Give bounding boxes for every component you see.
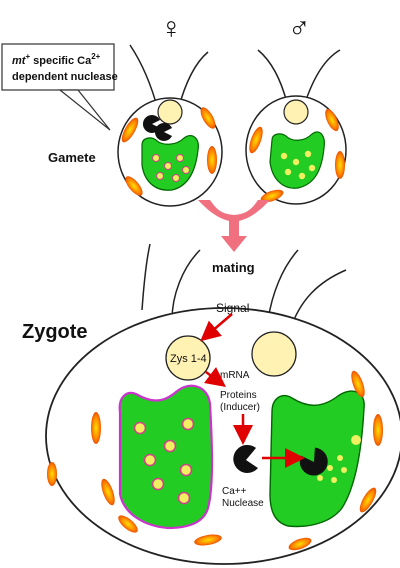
mitochondrion [125, 176, 143, 196]
female-nucleus [157, 99, 183, 125]
zygote-starch-granule [179, 463, 193, 477]
ca-label: Ca++ [222, 486, 247, 497]
mitochondrion [325, 108, 339, 132]
callout-box [1, 43, 115, 91]
proteins-label: Proteins [220, 390, 257, 401]
zygote-starch-granule [143, 453, 157, 467]
nuclease-callout: mt+specific Ca2+ dependent nuclease [1, 43, 118, 131]
female-starch-granule [172, 174, 180, 182]
mitochondrion [47, 462, 57, 486]
mitochondrion [249, 126, 263, 154]
mating-arrow-fork [198, 200, 270, 222]
male-gamete [245, 49, 347, 205]
male-starch-granule [304, 150, 312, 158]
mitochondrion [288, 537, 312, 551]
zygote-starch-granule [151, 477, 165, 491]
zygote-starch-granule [177, 491, 191, 505]
mitochondrion [335, 151, 345, 179]
zys-label: Zys 1-4 [170, 353, 207, 365]
zygote-starch-granule [331, 477, 337, 483]
zygote-starch-granule [351, 435, 361, 445]
male-nucleus [283, 99, 309, 125]
female-zygote-nucleus [165, 335, 211, 381]
male-starch-granule [308, 164, 316, 172]
mitochondrion [373, 414, 383, 446]
signal-arrow [200, 313, 233, 342]
nuclease-icon [154, 123, 172, 141]
male-starch-granule [292, 158, 300, 166]
nuclease-label: Nuclease [222, 498, 264, 509]
female-starch-granule [156, 172, 164, 180]
female-zygote-chloroplast [118, 384, 214, 530]
mrna-label: mRNA [220, 370, 250, 381]
female-starch-granule [182, 166, 190, 174]
nuclease-icon-attacking [299, 447, 328, 476]
zygote-starch-granule [181, 417, 195, 431]
callout-pointer [58, 89, 111, 131]
female-gamete [117, 44, 223, 207]
female-starch-granule [152, 154, 160, 162]
mrna-arrow [204, 367, 226, 387]
male-starch-granule [298, 172, 306, 180]
male-starch-granule [284, 168, 292, 176]
inducer-label: (Inducer) [220, 402, 260, 413]
callout-line2: dependent nuclease [12, 71, 118, 83]
mitochondrion [260, 189, 284, 203]
nuclease-icon [233, 444, 258, 473]
female-symbol: ♀ [160, 12, 183, 45]
mitochondrion [91, 412, 101, 444]
mitochondrion [121, 117, 139, 143]
female-starch-granule [176, 154, 184, 162]
male-starch-granule [280, 152, 288, 160]
zygote-starch-granule [341, 467, 347, 473]
mitochondrion [101, 478, 115, 506]
gamete-label: Gamete [48, 150, 96, 165]
male-flagellum-left [257, 49, 288, 104]
mitochondrion [207, 146, 217, 174]
male-zygote-nucleus [251, 331, 297, 377]
zygote-starch-granule [163, 439, 177, 453]
zygote-starch-granule [327, 465, 333, 471]
zygote-starch-granule [317, 475, 323, 481]
zygote-flagellum [267, 249, 299, 321]
mitochondrion [351, 370, 365, 398]
mating-arrow-head [221, 218, 247, 252]
male-flagellum-right [304, 49, 341, 104]
male-symbol: ♂ [288, 12, 311, 45]
zygote-flagellum [141, 243, 151, 311]
mitochondrion [359, 487, 377, 513]
signal-label: Signal [216, 301, 249, 315]
zygote-label: Zygote [22, 321, 88, 343]
mitochondrion [118, 515, 138, 533]
callout-line1: mt+specific Ca2+ [12, 52, 101, 67]
mating-label: mating [212, 260, 255, 275]
mitochondrion [200, 107, 216, 129]
female-starch-granule [164, 162, 172, 170]
mitochondrion [194, 534, 222, 546]
zygote-starch-granule [337, 455, 343, 461]
zygote-starch-granule [133, 421, 147, 435]
